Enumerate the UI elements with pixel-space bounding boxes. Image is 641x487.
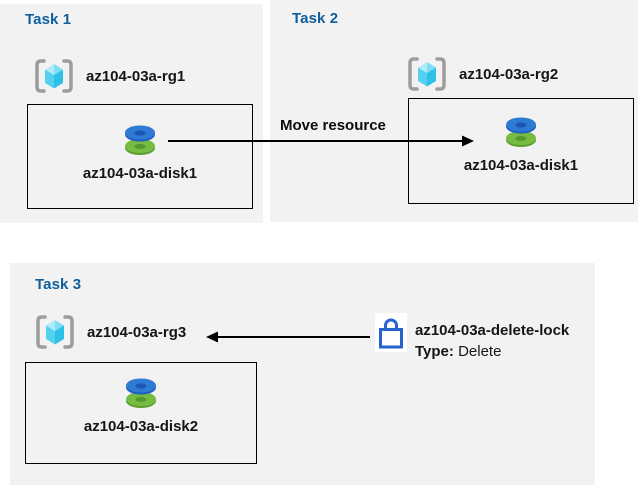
task2-title: Task 2	[292, 10, 339, 27]
task2-panel: Task 2 az104-03a-rg2 az104-03a-disk	[270, 0, 638, 222]
move-resource-label: Move resource	[280, 117, 386, 134]
resource-group-icon	[36, 315, 74, 349]
resource-group-icon	[408, 57, 446, 91]
managed-disk-icon	[126, 378, 156, 408]
task3-resource-box: az104-03a-disk2	[25, 362, 257, 464]
bracket-left	[36, 315, 47, 349]
task1-resource-group: az104-03a-rg1	[33, 58, 185, 94]
task3-panel: Task 3 az104-03a-rg3 az104-03a-disk	[10, 263, 595, 485]
managed-disk-icon	[506, 117, 536, 147]
lock-tile	[375, 313, 407, 352]
arrowhead-left	[206, 331, 218, 343]
bracket-left	[35, 59, 46, 93]
bracket-left	[408, 57, 419, 91]
task1-title: Task 1	[25, 11, 72, 28]
lock-name-label: az104-03a-delete-lock	[415, 322, 570, 339]
resource-group-label: az104-03a-rg1	[86, 67, 186, 85]
resource-group-label: az104-03a-rg3	[87, 323, 187, 341]
task3-title: Task 3	[35, 276, 82, 293]
arrowhead-right	[462, 135, 474, 147]
disk-label: az104-03a-disk1	[82, 165, 198, 182]
disk-label: az104-03a-disk1	[463, 157, 579, 174]
resource-group-label: az104-03a-rg2	[459, 65, 559, 83]
delete-lock-arrow	[206, 331, 370, 343]
task2-resource-box: az104-03a-disk1	[408, 98, 634, 204]
task2-resource-group: az104-03a-rg2	[406, 56, 558, 92]
lock-type-label: Type:	[415, 343, 454, 360]
lock-text-block: az104-03a-delete-lock Type: Delete	[415, 320, 569, 362]
managed-disk-icon	[125, 125, 155, 155]
bracket-right	[62, 59, 73, 93]
bracket-right	[435, 57, 446, 91]
lock-icon	[379, 318, 403, 349]
disk-label: az104-03a-disk2	[83, 418, 199, 435]
resource-group-icon	[35, 59, 73, 93]
lock-type-value: Delete	[458, 343, 502, 360]
task1-panel: Task 1 az104-03a-rg1 az104-03a-disk	[0, 4, 263, 223]
bracket-right	[63, 315, 74, 349]
move-resource-arrow	[168, 135, 474, 147]
lock-type-line: Type: Delete	[415, 341, 569, 362]
task3-resource-group: az104-03a-rg3	[34, 314, 186, 350]
lock-body	[379, 328, 403, 349]
task1-resource-box: az104-03a-disk1	[27, 104, 253, 209]
